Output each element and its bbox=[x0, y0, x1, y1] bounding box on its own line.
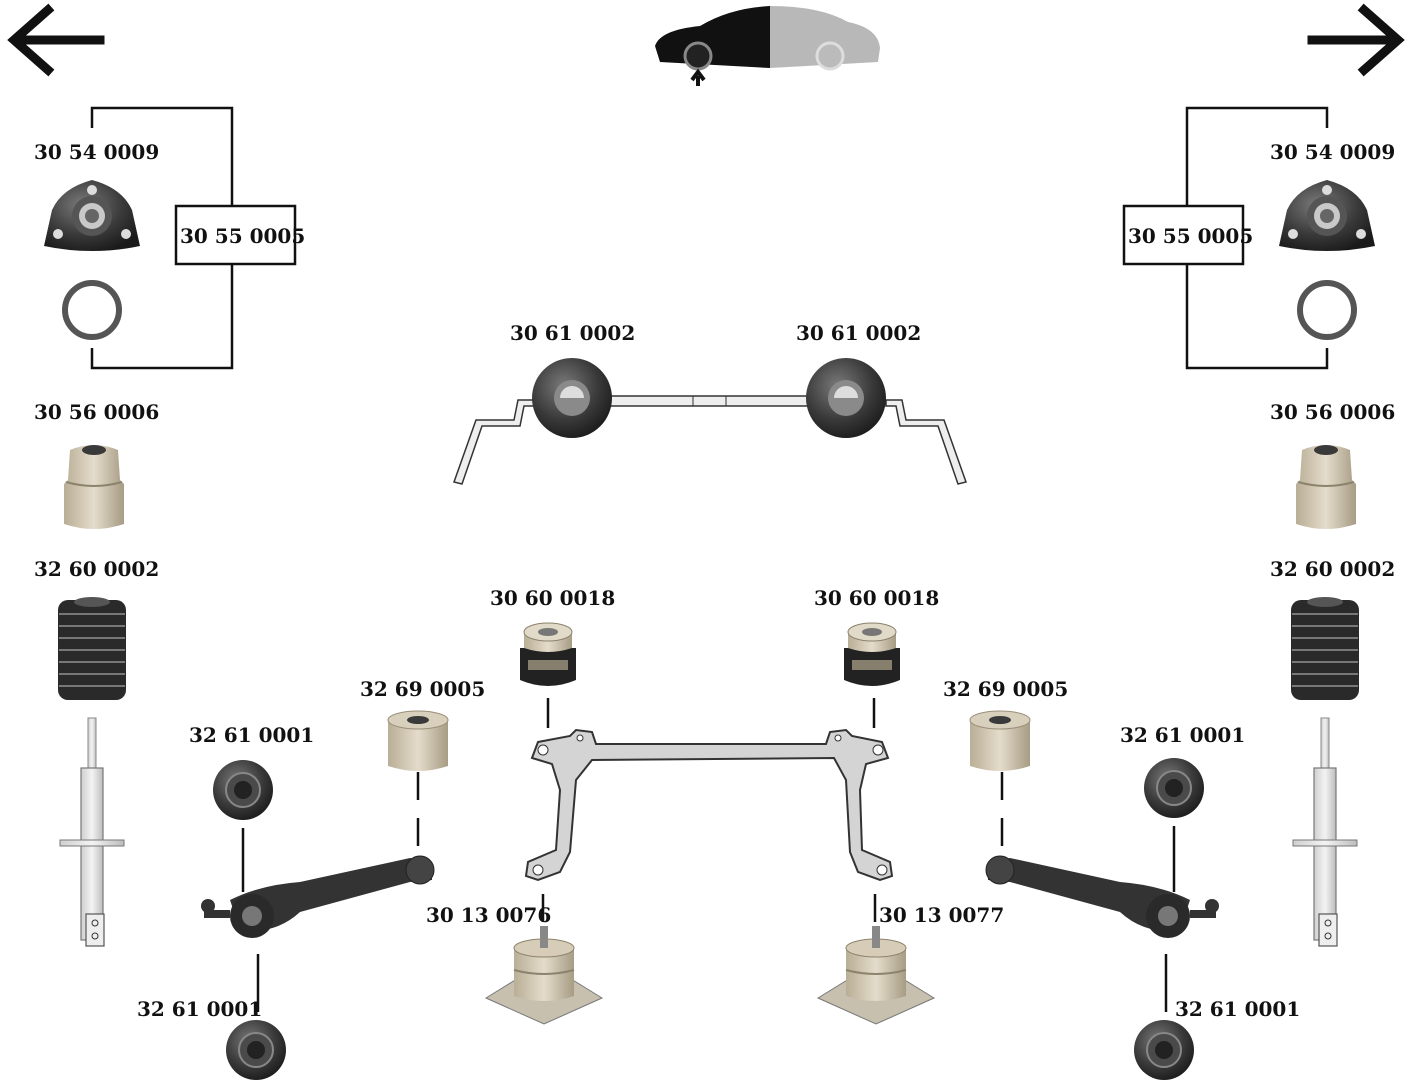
subframe-mount-left-part[interactable] bbox=[485, 925, 603, 1025]
control-arm-left[interactable] bbox=[201, 855, 435, 938]
stabilizer-bushing-part[interactable] bbox=[806, 358, 886, 438]
control-arm-right[interactable] bbox=[985, 855, 1219, 938]
top-mount-kit-label: 30 55 0005 bbox=[1128, 224, 1253, 248]
bump-stop-label: 30 56 0006 bbox=[1270, 400, 1395, 424]
forward-arrow-icon[interactable] bbox=[1307, 3, 1405, 77]
arm-rear-bushing-label: 32 69 0005 bbox=[943, 677, 1068, 701]
subframe-upper-mount-part[interactable] bbox=[519, 622, 577, 687]
dust-cover-label: 32 60 0002 bbox=[34, 557, 159, 581]
dust-cover-part[interactable] bbox=[1290, 596, 1360, 701]
arm-front-bushing-label: 32 61 0001 bbox=[1175, 997, 1300, 1021]
arm-rear-bushing-part[interactable] bbox=[969, 710, 1031, 772]
bearing-ring-part[interactable] bbox=[62, 280, 122, 340]
arm-front-bushing-label: 32 61 0001 bbox=[1120, 723, 1245, 747]
arm-front-bushing-part[interactable] bbox=[212, 759, 274, 821]
top-mount-label: 30 54 0009 bbox=[1270, 140, 1395, 164]
top-mount-kit-label: 30 55 0005 bbox=[180, 224, 305, 248]
top-mount-label: 30 54 0009 bbox=[34, 140, 159, 164]
subframe-upper-mount-label: 30 60 0018 bbox=[490, 586, 615, 610]
stabilizer-bushing-part[interactable] bbox=[532, 358, 612, 438]
dust-cover-label: 32 60 0002 bbox=[1270, 557, 1395, 581]
top-mount-part[interactable] bbox=[1279, 180, 1375, 251]
car-front-axle-icon[interactable] bbox=[655, 6, 880, 86]
stabilizer-bar bbox=[453, 395, 967, 485]
dust-cover-part[interactable] bbox=[57, 596, 127, 701]
arm-rear-bushing-label: 32 69 0005 bbox=[360, 677, 485, 701]
back-arrow-icon[interactable] bbox=[7, 3, 105, 77]
top-mount-group-left: 30 55 0005 30 54 0009 bbox=[34, 106, 305, 370]
bump-stop-part[interactable] bbox=[63, 444, 125, 530]
subframe-upper-mount-part[interactable] bbox=[843, 622, 901, 687]
top-mount-kit-box[interactable] bbox=[174, 204, 297, 266]
arm-front-bushing-part[interactable] bbox=[1133, 1019, 1195, 1081]
shock-absorber-part[interactable] bbox=[59, 717, 125, 947]
subframe-mount-left-label: 30 13 0076 bbox=[426, 903, 551, 927]
bump-stop-part[interactable] bbox=[1295, 444, 1357, 530]
subframe-crossmember[interactable] bbox=[524, 728, 894, 882]
stabilizer-bushing-label: 30 61 0002 bbox=[510, 321, 635, 345]
stabilizer-bushing-label: 30 61 0002 bbox=[796, 321, 921, 345]
top-mount-part[interactable] bbox=[44, 180, 140, 251]
shock-absorber-part[interactable] bbox=[1292, 717, 1358, 947]
subframe-upper-mount-label: 30 60 0018 bbox=[814, 586, 939, 610]
arm-front-bushing-label: 32 61 0001 bbox=[137, 997, 262, 1021]
top-mount-group-right: 30 55 0005 30 54 0009 bbox=[1122, 106, 1395, 370]
subframe-mount-right-part[interactable] bbox=[817, 925, 935, 1025]
bump-stop-label: 30 56 0006 bbox=[34, 400, 159, 424]
bearing-ring-part[interactable] bbox=[1297, 280, 1357, 340]
arm-rear-bushing-part[interactable] bbox=[387, 710, 449, 772]
arm-front-bushing-label: 32 61 0001 bbox=[189, 723, 314, 747]
top-mount-kit-box[interactable] bbox=[1122, 204, 1245, 266]
arm-front-bushing-part[interactable] bbox=[1143, 757, 1205, 819]
arm-front-bushing-part[interactable] bbox=[225, 1019, 287, 1081]
subframe-mount-right-label: 30 13 0077 bbox=[879, 903, 1004, 927]
